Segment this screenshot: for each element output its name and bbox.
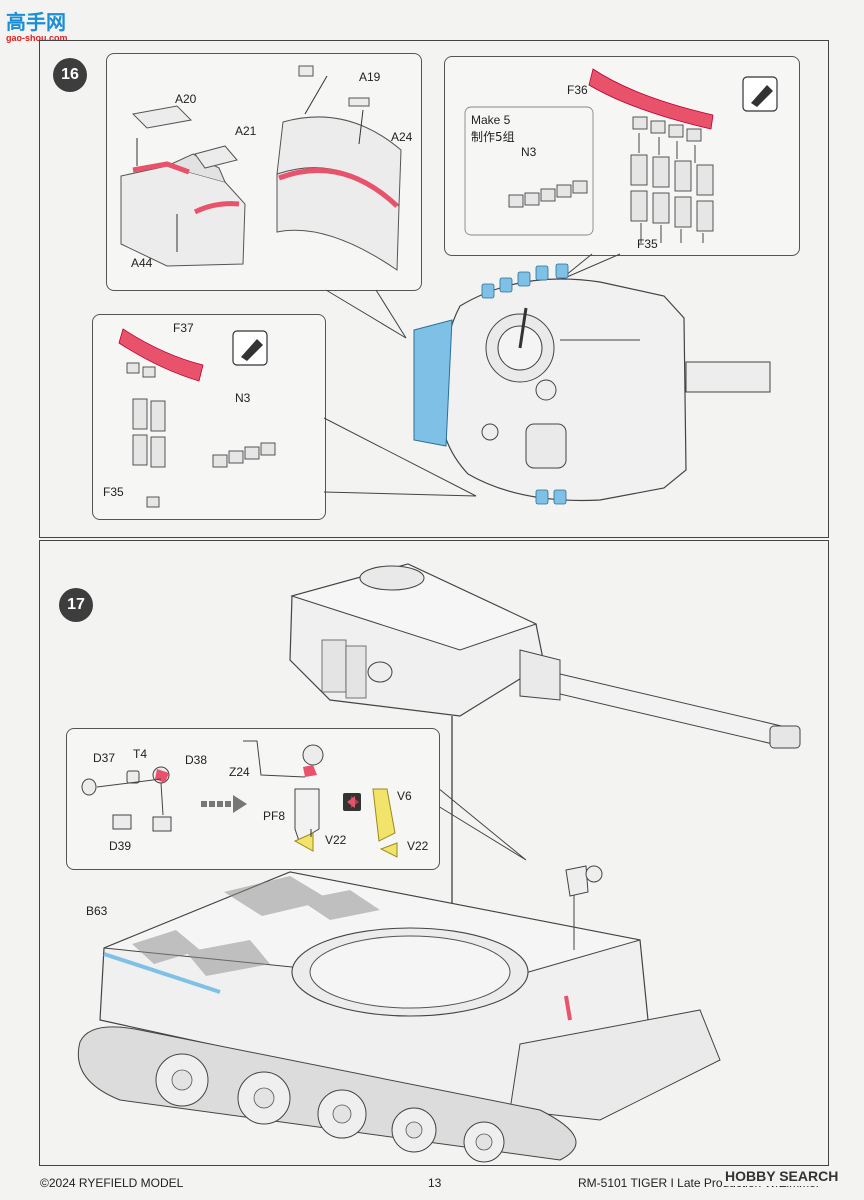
- top-watermark: 高手网 gao-shou.com: [6, 6, 68, 43]
- label-v22-left: V22: [325, 833, 347, 847]
- track-links-drawing-f37: [118, 328, 276, 508]
- stowage-bin-drawing: [120, 65, 402, 271]
- label-a24: A24: [391, 130, 413, 144]
- knife-icon: [241, 339, 263, 361]
- knife-icon: [751, 85, 773, 107]
- footer-copyright: ©2024 RYEFIELD MODEL: [40, 1176, 184, 1190]
- make-5-instruction: Make 5: [471, 113, 511, 127]
- footer-watermark: HOBBY SEARCH: [722, 1168, 842, 1186]
- label-pf8: PF8: [263, 809, 286, 823]
- label-n3-c: N3: [235, 391, 251, 405]
- label-f35-c: F35: [103, 485, 124, 499]
- label-f35: F35: [637, 237, 658, 251]
- footer-page-number: 13: [428, 1176, 442, 1190]
- step-17-section: [39, 540, 829, 1166]
- make-5-instruction-cn: 制作5组: [471, 130, 515, 144]
- footer-watermark-text: HOBBY SEARCH: [725, 1168, 839, 1184]
- label-d39: D39: [109, 839, 132, 853]
- step16-panel-track-links-front: F37 N3 F35: [92, 314, 326, 520]
- label-b63: B63: [86, 904, 108, 918]
- label-z24: Z24: [229, 765, 250, 779]
- label-d38: D38: [185, 753, 208, 767]
- step-16-number: 16: [53, 58, 87, 92]
- label-a21: A21: [235, 124, 257, 138]
- step17-panel-headlight: D37 T4 D38 D39 Z24 PF8 V6 V22 V22: [66, 728, 440, 870]
- step-17-number: 17: [59, 588, 93, 622]
- label-a20: A20: [175, 92, 197, 106]
- label-f37: F37: [173, 321, 194, 335]
- label-a44: A44: [131, 256, 153, 270]
- step16-panel-track-links-rear: F36 Make 5 制作5组 N3 F35: [444, 56, 800, 256]
- step16-callouts-and-turret: [323, 253, 771, 505]
- label-v22-right: V22: [407, 839, 429, 853]
- label-f36: F36: [567, 83, 588, 97]
- track-links-drawing-f36: [464, 68, 778, 243]
- label-v6: V6: [397, 789, 412, 803]
- step-16-section: [39, 40, 829, 538]
- watermark-logo-text: 高手网: [6, 10, 66, 34]
- headlight-parts-drawing: [81, 740, 398, 858]
- label-a19: A19: [359, 70, 381, 84]
- step16-panel-stowage-bin: A20 A21 A19 A24 A44: [106, 53, 422, 291]
- label-n3: N3: [521, 145, 537, 159]
- label-d37: D37: [93, 751, 116, 765]
- watermark-url: gao-shou.com: [6, 33, 68, 43]
- label-t4: T4: [133, 747, 148, 761]
